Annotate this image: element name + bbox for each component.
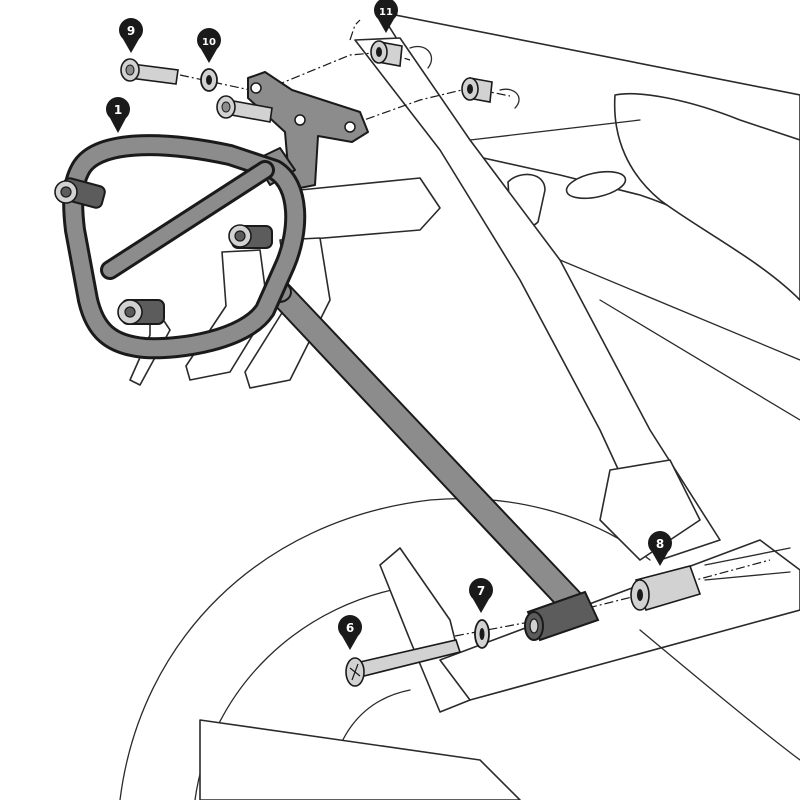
callout-8: 8 (648, 531, 672, 566)
swingarm-slot (704, 547, 791, 581)
callout-6-label: 6 (346, 621, 354, 635)
rear-wheel-arc (119, 497, 651, 800)
callout-10-label: 10 (202, 37, 216, 48)
guide-line-spacer-11a (259, 51, 411, 93)
callout-1-label: 1 (114, 103, 122, 117)
mounting-plate (247, 71, 369, 191)
motorcycle-outline (119, 11, 800, 800)
washer-10 (200, 68, 218, 92)
carrier-lower-mount (524, 590, 600, 642)
callout-1: 1 (106, 97, 131, 133)
subframe-edges (469, 119, 800, 421)
bolt-6 (345, 639, 462, 687)
carrier-boss-left (54, 177, 106, 209)
washer-7 (474, 619, 490, 649)
subframe-rail (354, 37, 721, 561)
guide-line-callout-11 (349, 19, 361, 41)
bolt-9 (120, 58, 179, 85)
grab-handle-hole (565, 170, 627, 200)
carrier-loop (65, 137, 304, 357)
carrier-boss-middle (228, 224, 273, 249)
callout-11-label: 11 (379, 7, 393, 18)
carrier-boss-lower (117, 299, 165, 325)
spacer-8 (630, 565, 702, 611)
chain-guard (199, 719, 521, 800)
side-carrier-frame (54, 134, 600, 642)
hugger-bracket (379, 547, 471, 713)
mounting-plate-body (247, 71, 369, 191)
insertion-arrows (409, 45, 520, 109)
callout-9: 9 (119, 18, 143, 53)
callout-10: 10 (197, 28, 221, 64)
callout-7-label: 7 (477, 584, 485, 598)
plate-hole-2 (294, 114, 306, 126)
callout-6: 6 (338, 615, 362, 650)
guide-line-spacer-11b (349, 87, 511, 126)
exhaust-edge (639, 629, 800, 761)
plate-hole-1 (250, 82, 262, 94)
carrier-cross-brace (103, 163, 272, 277)
seat-panel (613, 92, 800, 301)
spacer-11-upper (370, 40, 403, 67)
callout-11: 11 (374, 0, 398, 33)
carrier-long-strut (269, 283, 586, 615)
plate-hole-3 (344, 121, 356, 133)
callout-7: 7 (469, 578, 494, 613)
callout-8-label: 8 (656, 537, 664, 551)
swingarm-lower (439, 539, 800, 701)
bolt-plate-lower (216, 95, 273, 123)
passenger-footpeg-plate (299, 177, 441, 241)
callout-9-label: 9 (127, 24, 135, 38)
spacer-11-lower (461, 77, 493, 103)
